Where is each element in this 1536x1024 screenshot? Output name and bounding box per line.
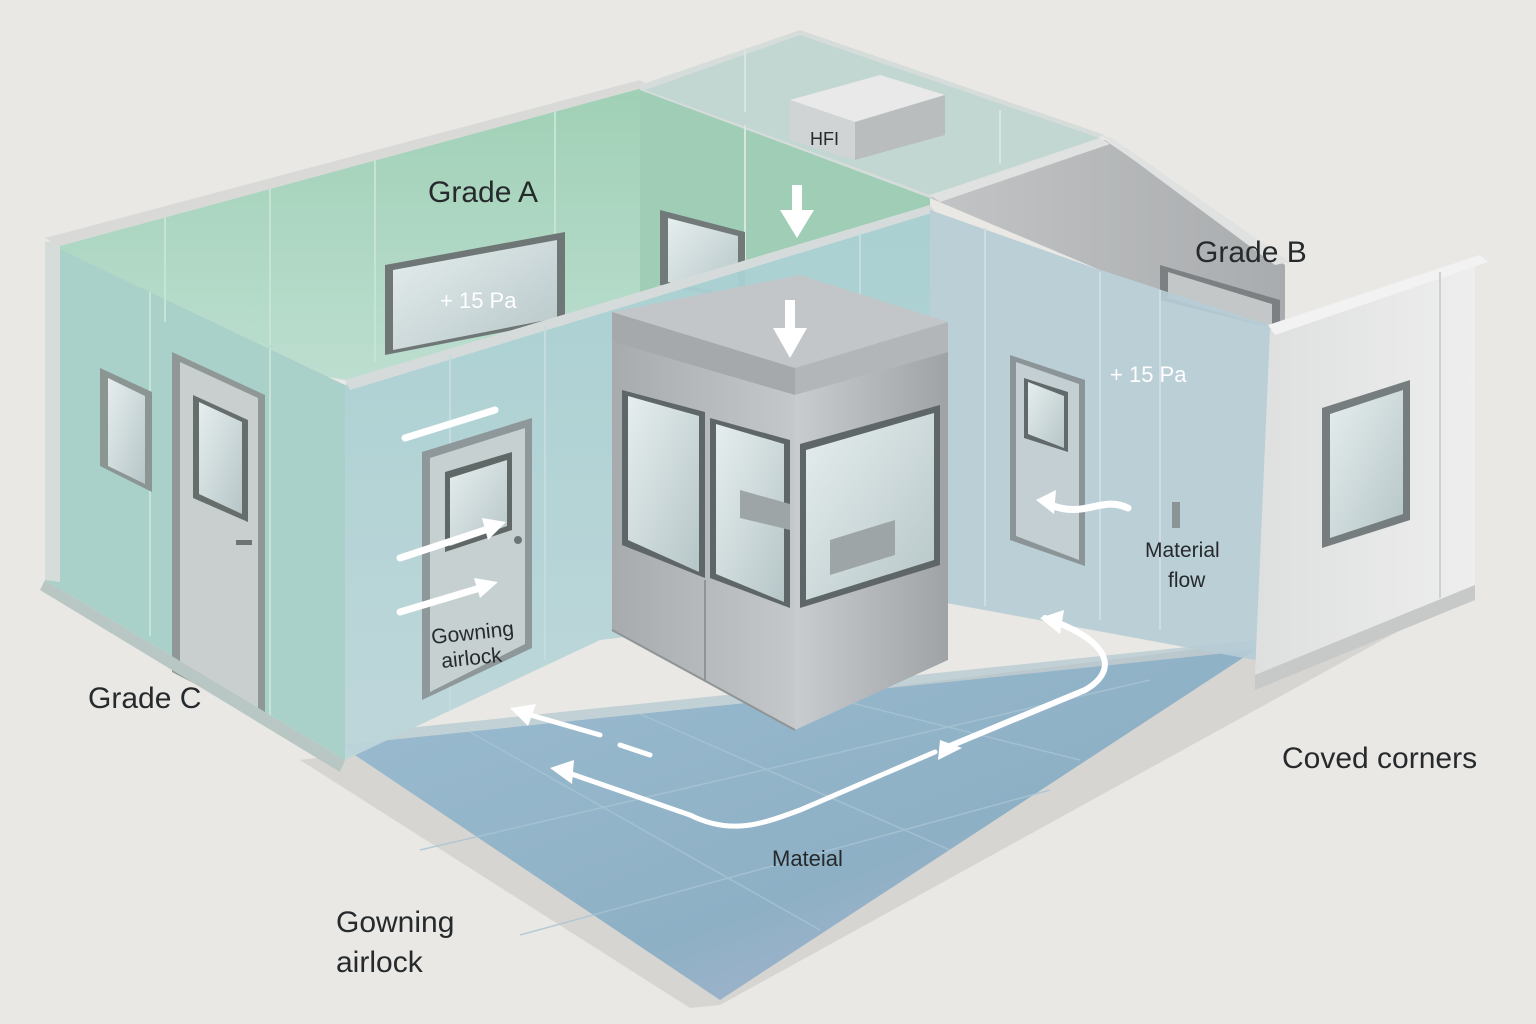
- grade-b-partition: + 15 Pa Material flow: [930, 210, 1285, 660]
- wall-switch: [1172, 502, 1180, 528]
- gowning-airlock-outer-label-2: airlock: [336, 946, 424, 979]
- hepa-plenum-zone: HFI: [640, 30, 1105, 300]
- gowning-airlock-door[interactable]: [422, 418, 532, 700]
- pressure-label-grade-a: + 15 Pa: [440, 288, 517, 313]
- gowning-airlock-outer-label-1: Gowning: [336, 906, 454, 939]
- material-flow-label-2: flow: [1168, 569, 1206, 592]
- material-flow-label-1: Material: [1145, 539, 1220, 562]
- front-left-glass: [40, 580, 345, 772]
- floor-arrowheads: [510, 610, 1064, 784]
- grade-b-label: Grade B: [1195, 236, 1307, 269]
- right-arrowheads: [474, 518, 506, 598]
- down-arrow-icon: [780, 185, 814, 238]
- grade-b-airlock-door[interactable]: [1010, 355, 1085, 566]
- clean-booth: [611, 275, 948, 731]
- grade-a-label: Grade A: [428, 176, 538, 209]
- dashed-path-arrow-icon: [517, 615, 1108, 829]
- grade-c-door[interactable]: [172, 352, 265, 720]
- hepa-unit-label: HFI: [810, 129, 839, 149]
- grade-c-label: Grade C: [88, 682, 201, 715]
- floor-seams: [419, 679, 1151, 936]
- hepa-filter-unit: [790, 75, 945, 160]
- down-arrow-icon: [773, 300, 807, 358]
- outer-right-wall: Coved corners: [1255, 255, 1488, 775]
- floor-material-label: Mateial: [772, 846, 843, 871]
- booth-window-left: [622, 390, 705, 578]
- right-arrow-icon: [396, 406, 499, 616]
- coved-corners-label: Coved corners: [1282, 742, 1477, 775]
- grade-c-zone: Grade C: [88, 352, 265, 720]
- grade-b-zone: Grade B: [930, 135, 1307, 330]
- curved-arrow-icon: [1036, 490, 1132, 514]
- pressure-label-grade-b: + 15 Pa: [1110, 362, 1187, 387]
- booth-window-right: [740, 405, 940, 608]
- grade-c-window: [100, 368, 152, 492]
- grade-a-window: [385, 232, 565, 355]
- grade-b-partition-seams: [984, 228, 1161, 630]
- outer-right-window: [1322, 380, 1410, 548]
